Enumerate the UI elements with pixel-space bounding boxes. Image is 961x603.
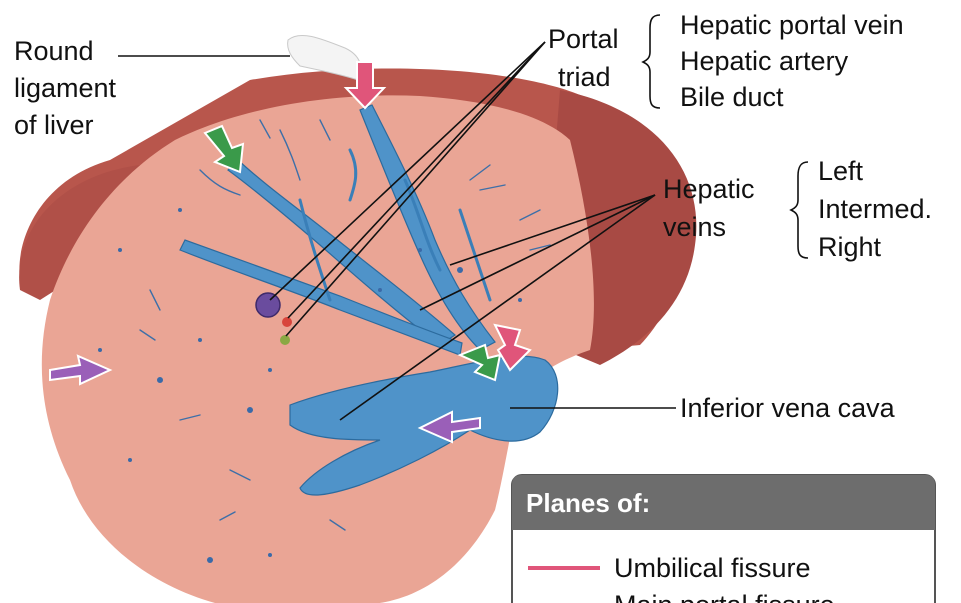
hepatic-veins-brace	[791, 162, 808, 258]
round-ligament-label-line-2: ligament	[14, 73, 117, 103]
legend-portal-label: Main portal fissure	[614, 590, 835, 603]
left-hepatic-vein-label: Left	[818, 156, 864, 186]
bile-duct-label: Bile duct	[680, 82, 784, 112]
hepatic-veins-label-line-2: veins	[663, 212, 726, 242]
hepatic-portal-vein-label: Hepatic portal vein	[680, 10, 904, 40]
hepatic-artery-dot	[282, 317, 292, 327]
legend-umbilical-label: Umbilical fissure	[614, 553, 811, 583]
hepatic-veins-label-line-1: Hepatic	[663, 174, 755, 204]
round-ligament-label-line-1: Round	[14, 36, 94, 66]
round-ligament-label-line-3: of liver	[14, 110, 94, 140]
portal-triad-brace	[643, 15, 660, 108]
hepatic-artery-label: Hepatic artery	[680, 46, 849, 76]
intermediate-hepatic-vein-label: Intermed.	[818, 194, 932, 224]
inferior-vena-cava-label: Inferior vena cava	[680, 393, 896, 423]
planes-legend: Planes of: Umbilical fissure Main portal…	[512, 475, 935, 603]
portal-triad-label-line-2: triad	[558, 62, 611, 92]
right-hepatic-vein-label: Right	[818, 232, 882, 262]
portal-triad-label-line-1: Portal	[548, 24, 619, 54]
legend-heading: Planes of:	[526, 488, 650, 518]
bile-duct-dot	[280, 335, 290, 345]
portal-vein-dot	[256, 293, 280, 317]
